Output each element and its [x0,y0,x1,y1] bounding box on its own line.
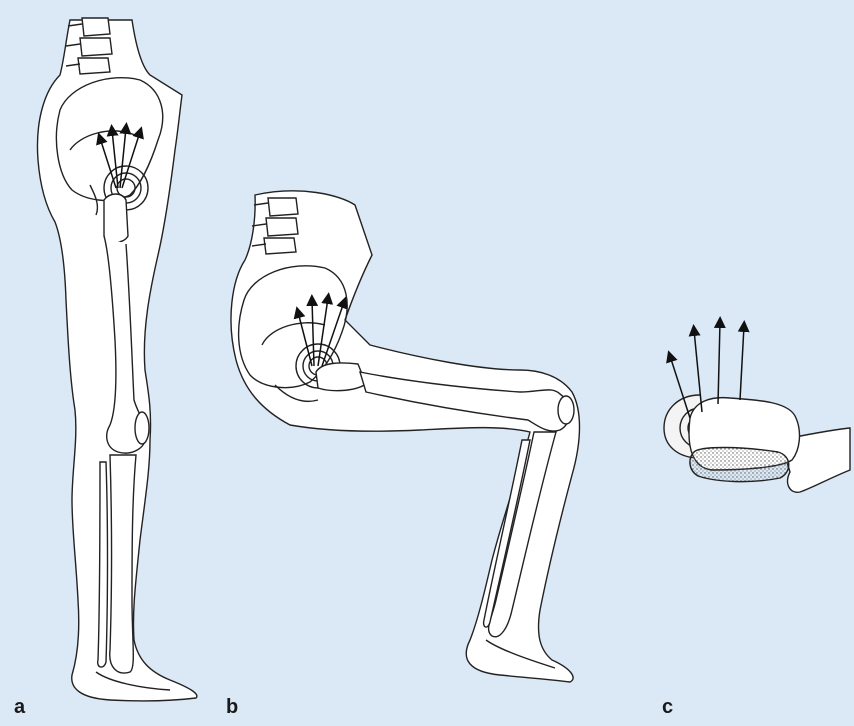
panel-a-standing-leg [37,18,196,701]
panel-b-femur-head [316,363,366,391]
panel-c-trochanter [690,448,789,482]
panel-b-body-outline [231,191,580,682]
panel-a-tibia [110,455,136,673]
panel-a-femur-head [104,194,128,242]
panel-c-closeup [664,322,850,492]
panel-label-c: c [662,696,673,719]
panel-label-b: b [226,696,238,719]
panel-b-flexed-leg [231,191,580,682]
panel-label-a: a [14,696,25,719]
